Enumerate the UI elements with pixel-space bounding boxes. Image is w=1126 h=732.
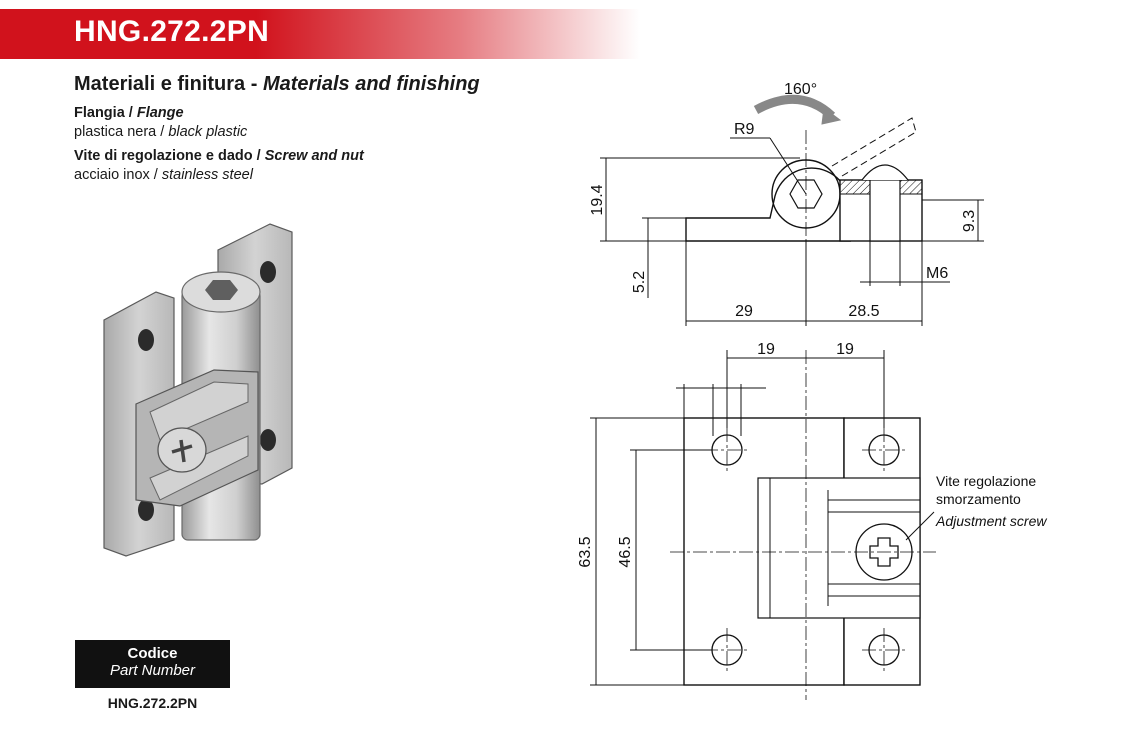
spec-screw-label-en: Screw and nut — [264, 148, 364, 164]
dim-thread: M6 — [926, 265, 948, 282]
note-en: Adjustment screw — [935, 513, 1047, 529]
spec-screw-label-it: Vite di regolazione e dado / — [74, 148, 265, 164]
code-label-it: Codice — [127, 645, 178, 662]
spec-screw: Vite di regolazione e dado / Screw and n… — [74, 147, 364, 185]
spec-flange-value-en: black plastic — [168, 124, 248, 140]
part-number-box: Codice Part Number — [75, 640, 230, 688]
dim-left-length: 29 — [735, 303, 753, 320]
dim-hole-right: 19 — [836, 341, 854, 358]
spec-flange: Flangia / Flange plastica nera / black p… — [74, 104, 247, 142]
part-number: HNG.272.2PN — [107, 695, 198, 711]
dim-hole-pitch: 46.5 — [617, 536, 634, 567]
header-banner: HNG.272.2PN — [0, 9, 640, 59]
materials-title-it: Materiali e finitura - — [74, 73, 263, 95]
spec-screw-value-en: stainless steel — [161, 167, 253, 183]
angle-label: 160° — [784, 81, 817, 98]
dim-right-length: 28.5 — [848, 303, 879, 320]
product-code-title: HNG.272.2PN — [74, 15, 270, 48]
note-it-line2: smorzamento — [936, 491, 1021, 507]
dim-hole-left: 19 — [757, 341, 775, 358]
dim-height-total: 19.4 — [589, 184, 606, 215]
dim-height-flange: 5.2 — [631, 271, 648, 293]
spec-flange-label-it: Flangia / — [74, 105, 137, 121]
dim-overall-height: 63.5 — [577, 536, 594, 567]
spec-flange-label-en: Flange — [136, 105, 184, 121]
spec-flange-value-it: plastica nera / — [74, 124, 169, 140]
spec-screw-value-it: acciaio inox / — [74, 167, 162, 183]
code-label-en: Part Number — [109, 662, 196, 679]
radius-label: R9 — [734, 121, 755, 138]
materials-title: Materiali e finitura - Materials and fin… — [74, 73, 480, 96]
note-it-line1: Vite regolazione — [936, 473, 1036, 489]
dim-height-right: 9.3 — [961, 210, 978, 232]
materials-title-en: Materials and finishing — [262, 73, 480, 95]
